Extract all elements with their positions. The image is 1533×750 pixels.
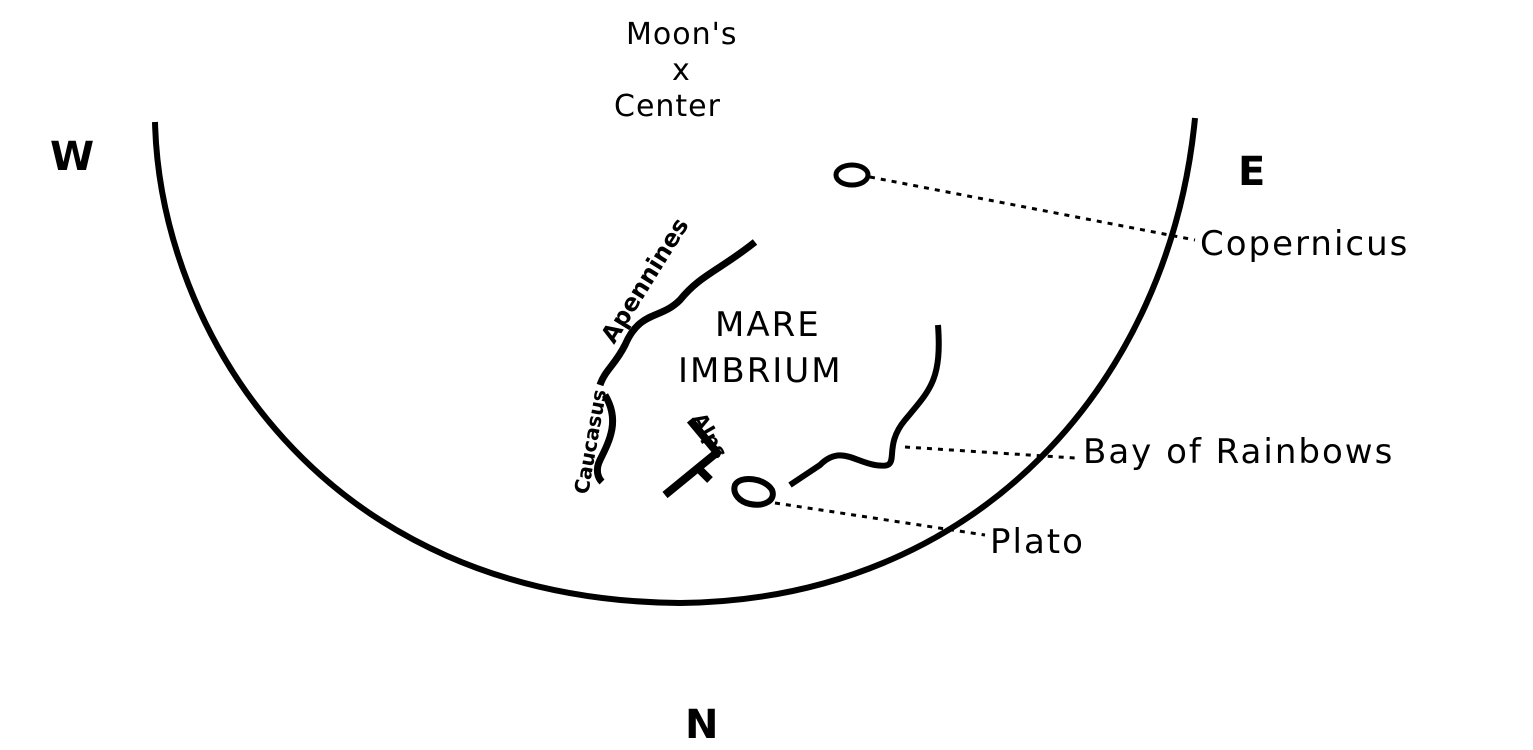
alps-ridge (662, 417, 723, 499)
mare-imbrium-line1: MARE (715, 305, 821, 345)
plato-leader-line (774, 501, 986, 537)
east-label: E (1238, 149, 1265, 195)
bay-of-rainbows-ridge (788, 324, 942, 488)
west-label: W (50, 134, 94, 180)
copernicus-leader-line (869, 175, 1196, 242)
plato-crater (731, 476, 776, 508)
apennines-ridge (596, 239, 758, 387)
bay-of-rainbows-label: Bay of Rainbows (1083, 432, 1394, 472)
north-label: N (685, 702, 718, 748)
apennines-label: Apennines (595, 213, 694, 348)
alps-label: Alps (688, 409, 733, 463)
moon-center-label-line2: Center (614, 89, 721, 124)
mare-imbrium-line2: IMBRIUM (678, 351, 843, 391)
moon-center-mark: x (672, 53, 691, 88)
copernicus-label: Copernicus (1200, 224, 1409, 264)
moon-limb-arc (152, 117, 1198, 607)
moon-center-label-line1: Moon's (626, 17, 737, 52)
caucasus-ridge (593, 393, 617, 485)
copernicus-crater (833, 162, 871, 188)
plato-label: Plato (990, 522, 1085, 562)
